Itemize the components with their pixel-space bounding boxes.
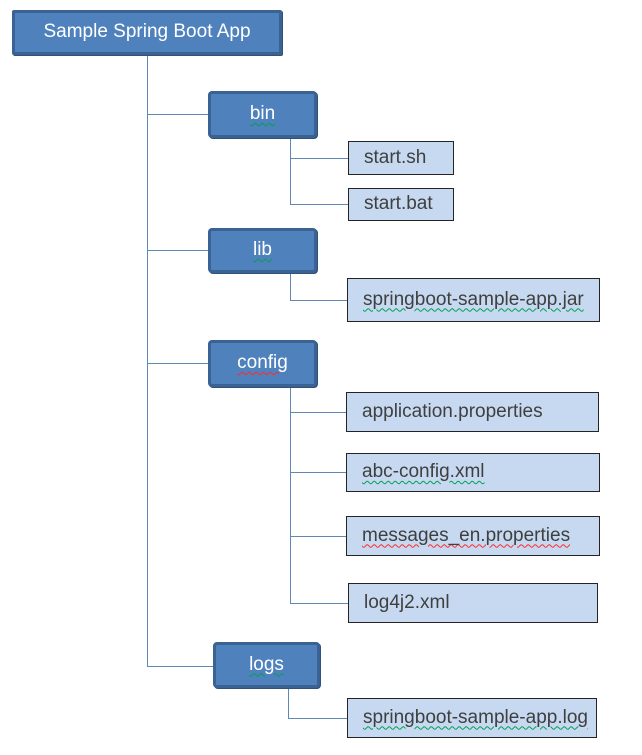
folder-bin-label: bin [249, 103, 276, 125]
connector-lib-jar [290, 300, 347, 301]
connector-root-config [147, 363, 208, 364]
folder-lib-label: lib [252, 239, 272, 261]
connector-config-appprops [290, 412, 346, 413]
drop-line-bin [290, 138, 291, 205]
connector-bin-startbat [290, 204, 348, 205]
folder-logs: logs [213, 642, 320, 688]
file-springboot-sample-app-log: springboot-sample-app.log [347, 698, 597, 738]
file-abc-config-xml: abc-config.xml [346, 453, 600, 492]
file-springboot-sample-app-log-label: springboot-sample-app.log [363, 706, 588, 728]
file-start-sh-label: start.sh [364, 146, 427, 168]
file-application-properties-label: application.properties [362, 400, 543, 422]
node-root: Sample Spring Boot App [12, 10, 282, 55]
connector-root-logs [147, 666, 213, 667]
file-messages-en-properties-label: messages_en.properties [362, 524, 571, 546]
file-application-properties: application.properties [346, 392, 599, 432]
folder-config: config [208, 340, 317, 387]
file-start-sh: start.sh [348, 141, 454, 175]
file-log4j2-xml: log4j2.xml [348, 583, 598, 623]
file-start-bat-label: start.bat [364, 193, 433, 215]
connector-config-messages [290, 536, 346, 537]
file-abc-config-xml-label: abc-config.xml [362, 461, 485, 483]
file-springboot-sample-app-jar-label: springboot-sample-app.jar [363, 288, 584, 310]
connector-config-log4j2 [290, 603, 348, 604]
connector-root-bin [147, 114, 208, 115]
drop-line-logs [288, 688, 289, 718]
folder-bin: bin [208, 91, 317, 138]
node-root-label: Sample Spring Boot App [43, 21, 251, 43]
drop-line-lib [290, 273, 291, 300]
trunk-line [147, 55, 148, 666]
folder-lib: lib [208, 228, 317, 273]
file-start-bat: start.bat [348, 188, 454, 221]
file-log4j2-xml-label: log4j2.xml [364, 591, 450, 613]
file-springboot-sample-app-jar: springboot-sample-app.jar [347, 278, 600, 322]
connector-bin-startsh [290, 158, 348, 159]
connector-config-abcconfig [290, 472, 346, 473]
folder-config-label: config [237, 352, 288, 374]
file-messages-en-properties: messages_en.properties [346, 516, 600, 556]
drop-line-config [290, 387, 291, 603]
folder-logs-label: logs [249, 653, 284, 675]
connector-root-lib [147, 250, 208, 251]
connector-logs-applog [288, 718, 347, 719]
